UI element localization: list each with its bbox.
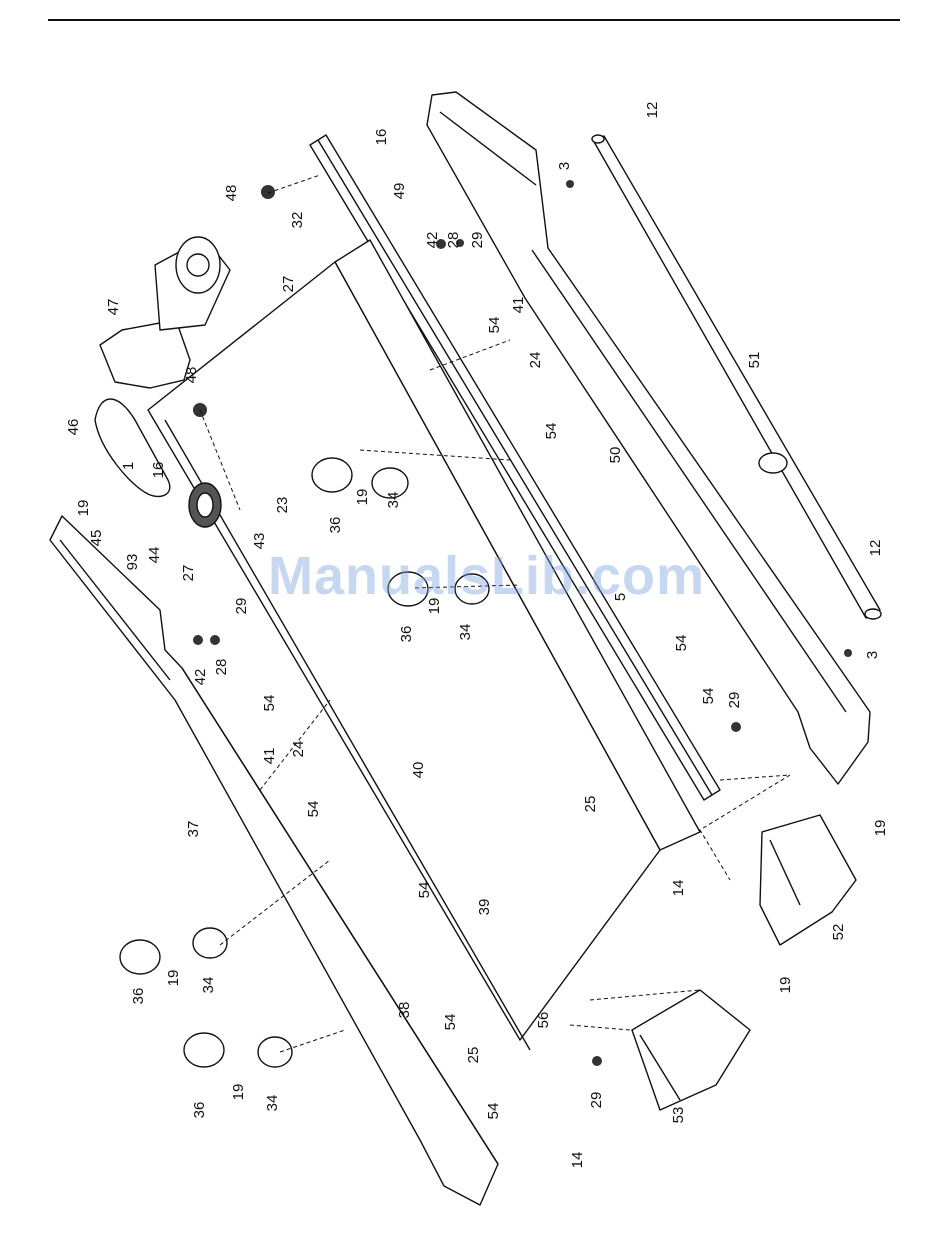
part-callout-27: 27 bbox=[280, 276, 297, 293]
part-callout-54: 54 bbox=[486, 317, 503, 334]
part-callout-93: 93 bbox=[124, 554, 141, 571]
part-callout-34: 34 bbox=[457, 624, 474, 641]
part-callout-48: 48 bbox=[223, 185, 240, 202]
part-callout-36: 36 bbox=[130, 988, 147, 1005]
part-callout-34: 34 bbox=[264, 1095, 281, 1112]
part-callout-19: 19 bbox=[354, 489, 371, 506]
part-callout-24: 24 bbox=[290, 741, 307, 758]
part-callout-45: 45 bbox=[88, 530, 105, 547]
part-callout-29: 29 bbox=[233, 598, 250, 615]
part-callout-12: 12 bbox=[644, 102, 661, 119]
part-callout-54: 54 bbox=[700, 688, 717, 705]
part-callout-5: 5 bbox=[612, 593, 629, 601]
part-callout-29: 29 bbox=[726, 692, 743, 709]
end-cap-53 bbox=[632, 990, 750, 1110]
part-callout-40: 40 bbox=[410, 762, 427, 779]
part-callout-54: 54 bbox=[543, 423, 560, 440]
part-callout-56: 56 bbox=[535, 1012, 552, 1029]
part-callout-36: 36 bbox=[398, 626, 415, 643]
part-callout-54: 54 bbox=[305, 801, 322, 818]
part-callout-24: 24 bbox=[527, 352, 544, 369]
part-callout-43: 43 bbox=[251, 533, 268, 550]
part-callout-16: 16 bbox=[150, 462, 167, 479]
part-callout-51: 51 bbox=[746, 352, 763, 369]
part-callout-19: 19 bbox=[426, 598, 443, 615]
part-callout-36: 36 bbox=[327, 517, 344, 534]
part-callout-12: 12 bbox=[867, 540, 884, 557]
part-callout-1: 1 bbox=[120, 462, 137, 470]
part-callout-28: 28 bbox=[445, 232, 462, 249]
part-callout-54: 54 bbox=[261, 695, 278, 712]
part-callout-49: 49 bbox=[391, 183, 408, 200]
part-callout-53: 53 bbox=[670, 1107, 687, 1124]
part-callout-23: 23 bbox=[274, 497, 291, 514]
header-rule bbox=[48, 19, 900, 21]
part-callout-54: 54 bbox=[485, 1103, 502, 1120]
part-callout-41: 41 bbox=[261, 748, 278, 765]
part-callout-39: 39 bbox=[476, 899, 493, 916]
part-callout-52: 52 bbox=[830, 924, 847, 941]
part-callout-19: 19 bbox=[165, 970, 182, 987]
part-callout-47: 47 bbox=[105, 299, 122, 316]
part-callout-19: 19 bbox=[230, 1084, 247, 1101]
part-callout-3: 3 bbox=[864, 651, 881, 659]
front-pulley-43 bbox=[189, 483, 221, 527]
part-callout-42: 42 bbox=[424, 232, 441, 249]
part-callout-25: 25 bbox=[582, 796, 599, 813]
part-callout-19: 19 bbox=[872, 820, 889, 837]
part-callout-28: 28 bbox=[213, 659, 230, 676]
part-callout-3: 3 bbox=[556, 162, 573, 170]
part-callout-29: 29 bbox=[469, 232, 486, 249]
part-callout-42: 42 bbox=[192, 669, 209, 686]
part-callout-54: 54 bbox=[442, 1014, 459, 1031]
part-callout-19: 19 bbox=[777, 977, 794, 994]
part-callout-32: 32 bbox=[289, 212, 306, 229]
part-callout-54: 54 bbox=[673, 635, 690, 652]
part-callout-54: 54 bbox=[416, 882, 433, 899]
part-callout-29: 29 bbox=[588, 1092, 605, 1109]
part-callout-46: 46 bbox=[65, 419, 82, 436]
part-callout-25: 25 bbox=[465, 1047, 482, 1064]
part-callout-14: 14 bbox=[670, 880, 687, 897]
part-callout-50: 50 bbox=[607, 447, 624, 464]
part-callout-48: 48 bbox=[183, 367, 200, 384]
part-callout-16: 16 bbox=[373, 129, 390, 146]
part-callout-44: 44 bbox=[146, 547, 163, 564]
part-callout-27: 27 bbox=[180, 565, 197, 582]
part-callout-36: 36 bbox=[191, 1102, 208, 1119]
part-callout-19: 19 bbox=[75, 500, 92, 517]
part-callout-41: 41 bbox=[510, 297, 527, 314]
part-callout-14: 14 bbox=[569, 1152, 586, 1169]
part-callout-34: 34 bbox=[385, 492, 402, 509]
part-callout-37: 37 bbox=[185, 821, 202, 838]
part-callout-34: 34 bbox=[200, 977, 217, 994]
part-callout-38: 38 bbox=[396, 1002, 413, 1019]
